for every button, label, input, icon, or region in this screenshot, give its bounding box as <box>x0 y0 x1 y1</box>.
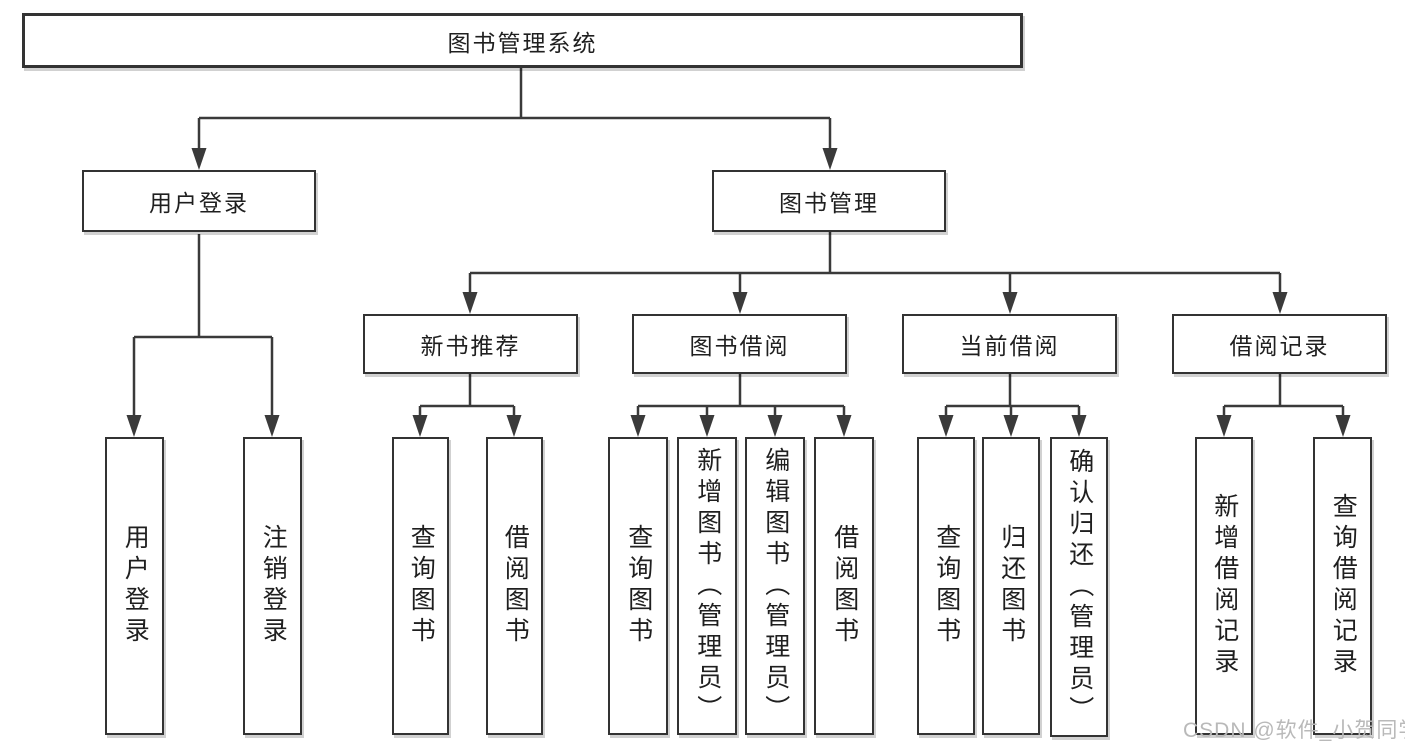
leaf-return-book: 归还图书 <box>982 437 1040 735</box>
node-book-borrow: 图书借阅 <box>632 314 847 374</box>
node-user-login: 用户登录 <box>82 170 316 232</box>
leaf-label: 借阅图书 <box>830 524 859 648</box>
leaf-confirm-return-admin: 确认归还（管理员） <box>1050 437 1108 737</box>
arrow-head <box>412 415 428 437</box>
arrow-head <box>1071 415 1087 437</box>
leaf-label: 查询图书 <box>407 524 436 648</box>
leaf-add-borrow-record: 新增借阅记录 <box>1195 437 1253 735</box>
leaf-label: 编辑图书（管理员） <box>761 446 790 726</box>
leaf-label: 确认归还（管理员） <box>1065 447 1094 727</box>
leaf-label: 注销登录 <box>259 524 288 648</box>
arrow-head <box>699 415 715 437</box>
leaf-query-borrow-record: 查询借阅记录 <box>1313 437 1372 735</box>
arrow-head <box>506 415 522 437</box>
arrow-head <box>732 292 748 314</box>
arrow-head <box>938 415 954 437</box>
leaf-label: 新增图书（管理员） <box>693 446 722 726</box>
node-new-book-recommend: 新书推荐 <box>363 314 578 374</box>
node-current-borrow: 当前借阅 <box>902 314 1117 374</box>
arrow-head <box>191 148 207 170</box>
node-borrow-records: 借阅记录 <box>1172 314 1387 374</box>
tree-edges <box>132 68 1345 417</box>
leaf-query-book-1: 查询图书 <box>392 437 449 735</box>
arrow-head <box>462 292 478 314</box>
leaf-label: 用户登录 <box>121 524 150 648</box>
arrow-head <box>767 415 783 437</box>
leaf-label: 归还图书 <box>997 524 1026 648</box>
leaf-label: 查询图书 <box>932 524 961 648</box>
leaf-borrow-book-2: 借阅图书 <box>814 437 874 735</box>
leaf-borrow-book-1: 借阅图书 <box>486 437 543 735</box>
leaf-query-book-2: 查询图书 <box>608 437 668 735</box>
leaf-query-book-3: 查询图书 <box>917 437 975 735</box>
arrow-head <box>126 415 142 437</box>
watermark: CSDN @软件_小贺同学 <box>1183 719 1405 742</box>
leaf-edit-book-admin: 编辑图书（管理员） <box>745 437 805 735</box>
node-root: 图书管理系统 <box>22 13 1023 68</box>
arrow-head <box>630 415 646 437</box>
arrow-head <box>1216 415 1232 437</box>
arrow-head <box>1272 292 1288 314</box>
arrow-head <box>822 148 838 170</box>
arrow-head <box>836 415 852 437</box>
arrow-head <box>264 415 280 437</box>
arrow-head <box>1002 292 1018 314</box>
leaf-label: 查询图书 <box>624 524 653 648</box>
leaf-label: 借阅图书 <box>501 524 530 648</box>
arrow-head <box>1003 415 1019 437</box>
leaf-user-login: 用户登录 <box>105 437 164 735</box>
leaf-add-book-admin: 新增图书（管理员） <box>677 437 737 735</box>
leaf-logout: 注销登录 <box>243 437 302 735</box>
node-book-management: 图书管理 <box>712 170 946 232</box>
arrow-head <box>1335 415 1351 437</box>
leaf-label: 新增借阅记录 <box>1210 493 1239 679</box>
leaf-label: 查询借阅记录 <box>1329 493 1358 679</box>
